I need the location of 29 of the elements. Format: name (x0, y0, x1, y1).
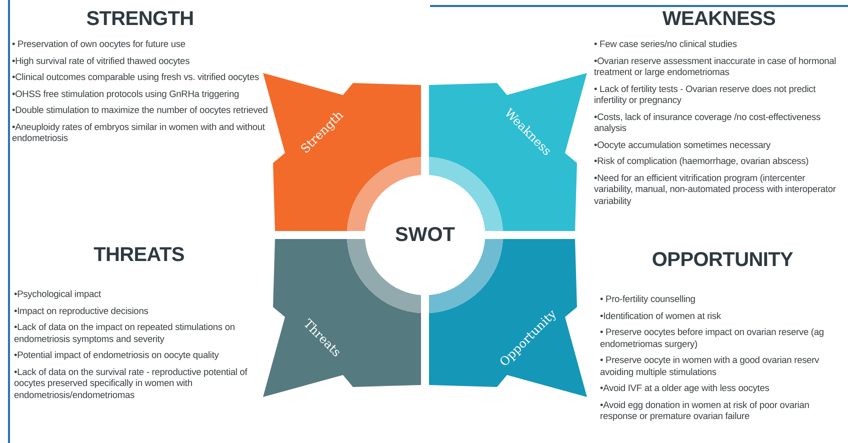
bullet-text: •Lack of data on the impact on repeated stimulations on endometriosis symptoms and severity (14, 322, 236, 345)
section-heading: THREATS (92, 244, 186, 267)
bullet-text: •Oocyte accumulation sometimes necessary (594, 140, 772, 151)
bullet-text: •Aneuploidy rates of embryos similar in women with and without endometriosis (12, 122, 266, 144)
bullet-text: •Avoid egg donation in women at risk of poor ovarian response or premature ovarian failure (600, 400, 810, 422)
bullet-text: •Potential impact of endometriosis on oocyte quality (14, 350, 220, 362)
bullet-text: •High survival rate of vitrified thawed oocytes (12, 56, 191, 67)
bullet-text: •Psychological impact (14, 289, 102, 300)
bullet-text: •Identification of women at risk (600, 310, 722, 322)
bullet-text: • Preserve oocytes before impact on ovarian reserve (ag endometriomas surgery) (600, 327, 825, 350)
bullet-text: •Risk of complication (haemorrhage, ovarian abscess) (594, 156, 810, 168)
bullet-text: • Few case series/no clinical studies (594, 39, 738, 50)
bullet-text: •Impact on reproductive decisions (14, 306, 150, 317)
bullet-text: •Double stimulation to maximize the number of oocytes retrieved (12, 105, 268, 116)
bullet-text: •OHSS free stimulation protocols using GnRHa triggering (12, 88, 240, 100)
bullet-text: •Avoid IVF at a older age with less oocytes (600, 383, 770, 394)
section-heading: STRENGTH (85, 8, 195, 31)
bullet-text: • Lack of fertility tests - Ovarian reserve does not predict infertility or pregnancy (594, 84, 817, 106)
center-label: SWOT (395, 224, 455, 246)
section-heading: OPPORTUNITY (650, 249, 794, 272)
bullet-text: • Preservation of own oocytes for future use (12, 39, 186, 50)
bullet-text: •Need for an efficient vitrification program (intercenter variability, manual, non-automated process with interoperator variability (594, 172, 837, 207)
bullet-text: •Costs, lack of insurance coverage /no cost-effectiveness analysis (594, 112, 822, 134)
bullet-text: •Lack of data on the survival rate - reproductive potential of oocytes preserved specifically in women with endometriosis/endometriomas (14, 366, 248, 401)
bullet-text: • Preserve oocyte in women with a good ovarian reserv avoiding multiple stimulations (600, 355, 820, 378)
section-heading: WEAKNESS (661, 8, 777, 31)
bullet-text: •Ovarian reserve assessment inaccurate in case of hormonal treatment or large endometriomas (594, 56, 838, 78)
bullet-text: • Pro-fertility counselling (600, 294, 696, 306)
bullet-text: •Clinical outcomes comparable using fresh vs. vitrified oocytes (12, 72, 260, 84)
